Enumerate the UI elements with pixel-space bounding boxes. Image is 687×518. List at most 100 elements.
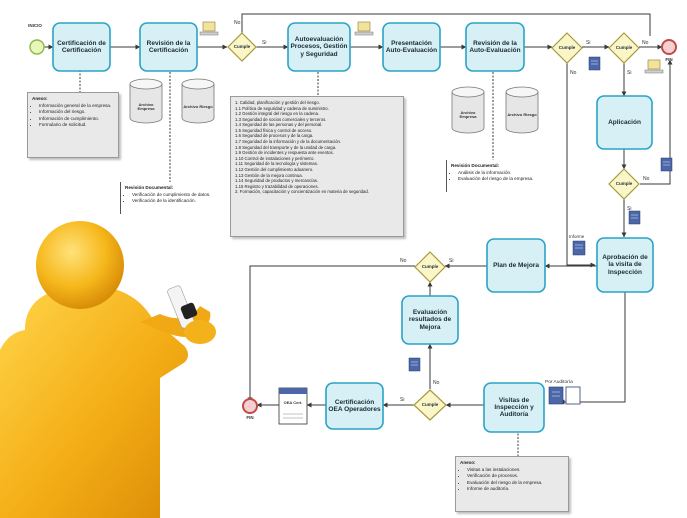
note-anexo-title: Anexo: xyxy=(32,96,48,101)
end-event-bottom xyxy=(242,398,258,414)
flow-g1-no xyxy=(241,13,651,36)
gateway-g4 xyxy=(608,168,640,200)
task-presentacion xyxy=(382,22,441,72)
task-boxes xyxy=(52,22,654,433)
computer-icon xyxy=(354,21,374,36)
events xyxy=(29,39,677,414)
note-revision-list: Verificación de cumplimiento de datos. V… xyxy=(125,192,212,204)
note-criterio-item: 1.5 Seguridad física y control de acceso… xyxy=(235,127,313,133)
database-icon xyxy=(451,86,485,134)
task-certificacion-oea xyxy=(325,382,384,430)
list-item: Evaluación del riesgo de la empresa. xyxy=(458,176,546,182)
computer-icon xyxy=(644,59,664,74)
note-criterio-item: 1. Calidad, planificación y gestión del … xyxy=(235,100,320,105)
person-head xyxy=(36,221,124,309)
flow-g4-no xyxy=(640,59,673,185)
edge-label-no5: No xyxy=(400,258,407,264)
edge-label-si: Si xyxy=(262,40,266,46)
note-revision2-title: Revisión Documental: xyxy=(451,163,500,168)
por-auditoria-label: Por Auditoría xyxy=(545,379,573,385)
note-criterio-item: 1.15 Registro y trazabilidad de operacio… xyxy=(235,183,319,189)
list-item: Verificación de la identificación. xyxy=(132,198,212,204)
gateway-g6 xyxy=(413,389,447,421)
edge-label-no4: No xyxy=(643,176,650,182)
note-anexo-certificacion: Anexo: Información general de la empresa… xyxy=(27,92,119,158)
edge-labels: No Si Si No No Si No Si No Si No Si xyxy=(234,20,650,403)
document-icon xyxy=(660,157,673,172)
flow-g2-t8 xyxy=(566,63,596,268)
note-anexo2-title: Anexo: xyxy=(460,460,476,465)
database-icon xyxy=(129,78,163,124)
edge-label-si6: Si xyxy=(400,397,404,403)
informe-label: Informe xyxy=(569,234,585,239)
document-stack-icon xyxy=(548,386,581,405)
edge-label-si2: Si xyxy=(586,40,590,46)
note-revision2-list: Análisis de la información. Evaluación d… xyxy=(451,170,546,182)
edge-label-no: No xyxy=(234,20,241,26)
note-criterio-item: 2. Formación, capacitación y concientiza… xyxy=(235,189,369,195)
document-icon xyxy=(628,210,641,225)
list-item: Evaluación del riesgo de la empresa. xyxy=(467,480,564,486)
list-item: Verificación de procesos. xyxy=(467,473,564,479)
note-criterio-item: 1.6 Seguridad de procesos y de la carga. xyxy=(235,133,314,139)
document-icon xyxy=(572,240,586,256)
note-criterio-item: 1.3 Seguridad de socios comerciales y te… xyxy=(235,116,327,122)
database-stores xyxy=(129,78,539,134)
artifact-icons: Informe Por Auditoría xyxy=(199,21,673,425)
document-icon xyxy=(588,56,601,71)
edge-label-si4: Si xyxy=(627,206,631,212)
gateway-g5 xyxy=(414,251,446,283)
note-criterio-item: 1.12 Gestión del cumplimiento aduanero. xyxy=(235,166,314,172)
task-aplicacion xyxy=(596,95,653,150)
list-item: Análisis de la información. xyxy=(458,170,546,176)
gateways xyxy=(227,32,640,421)
note-revision-title: Revisión Documental: xyxy=(125,185,174,190)
note-revision-documental-2: Revisión Documental: Análisis de la info… xyxy=(446,160,550,192)
database-icon xyxy=(505,86,539,134)
list-item: Visitas a las instalaciones. xyxy=(467,467,564,473)
note-criterio-item: 1.7 Seguridad de la información y de la … xyxy=(235,139,342,145)
edge-label-no6: No xyxy=(433,380,440,386)
note-anexo-list: Información general de la empresa. Infor… xyxy=(32,103,114,128)
gateway-g3 xyxy=(608,32,640,64)
note-criterio-item: 1.11 Seguridad de la tecnología y sistem… xyxy=(235,161,319,167)
list-item: Información del riesgo. xyxy=(39,109,114,115)
note-criterio-item: 1.1 Política de seguridad y cadena de su… xyxy=(235,105,329,111)
edge-label-si5: Si xyxy=(449,258,453,264)
note-criterio-item: 1.8 Seguridad del transporte y de la uni… xyxy=(235,144,337,150)
list-item: Formulario de solicitud. xyxy=(39,122,114,128)
task-revision-certificacion xyxy=(139,22,198,72)
note-anexo2-list: Visitas a las instalaciones. Verificació… xyxy=(460,467,564,492)
task-plan-mejora xyxy=(486,238,546,293)
note-criterio-item: 1.9 Gestión de incidentes y respuesta an… xyxy=(235,150,334,156)
end-event-top xyxy=(661,39,677,55)
list-item: Informe de auditoría. xyxy=(467,486,564,492)
task-evaluacion-mejora xyxy=(401,295,459,345)
edge-label-no3: No xyxy=(642,40,649,46)
task-certificacion xyxy=(52,22,111,72)
document-icon xyxy=(408,357,421,372)
person-body xyxy=(0,286,188,518)
note-criterio-item: 1.14 Seguridad de productos y mercancías… xyxy=(235,178,319,184)
note-revision-documental-1: Revisión Documental: Verificación de cum… xyxy=(120,182,216,214)
task-revision-autoevaluacion xyxy=(465,22,525,72)
note-criterio-item: 1.4 Seguridad de las personas y del pers… xyxy=(235,122,323,128)
certificate-document xyxy=(278,387,308,425)
note-anexo-visitas: Anexo: Visitas a las instalaciones. Veri… xyxy=(455,456,569,512)
task-aprobacion-visita xyxy=(596,237,654,293)
person-figure xyxy=(0,221,216,518)
note-criterio-item: 1.13 Gestión de la mejora continua. xyxy=(235,172,303,178)
list-item: Información de cumplimiento. xyxy=(39,116,114,122)
list-item: Información general de la empresa. xyxy=(39,103,114,109)
start-event xyxy=(29,39,45,55)
edge-label-no2: No xyxy=(570,70,577,76)
note-criterio-item: 1.2 Gestión integral del riesgo en la ca… xyxy=(235,111,320,117)
note-autoevaluacion-criterios: 1. Calidad, planificación y gestión del … xyxy=(230,96,404,237)
task-autoevaluacion xyxy=(287,22,351,72)
flow-t8-t10 xyxy=(559,292,626,405)
gateway-g2 xyxy=(551,32,583,64)
gateway-g1 xyxy=(227,32,257,62)
marker-pen-icon xyxy=(167,285,198,329)
computer-icon xyxy=(199,21,219,36)
